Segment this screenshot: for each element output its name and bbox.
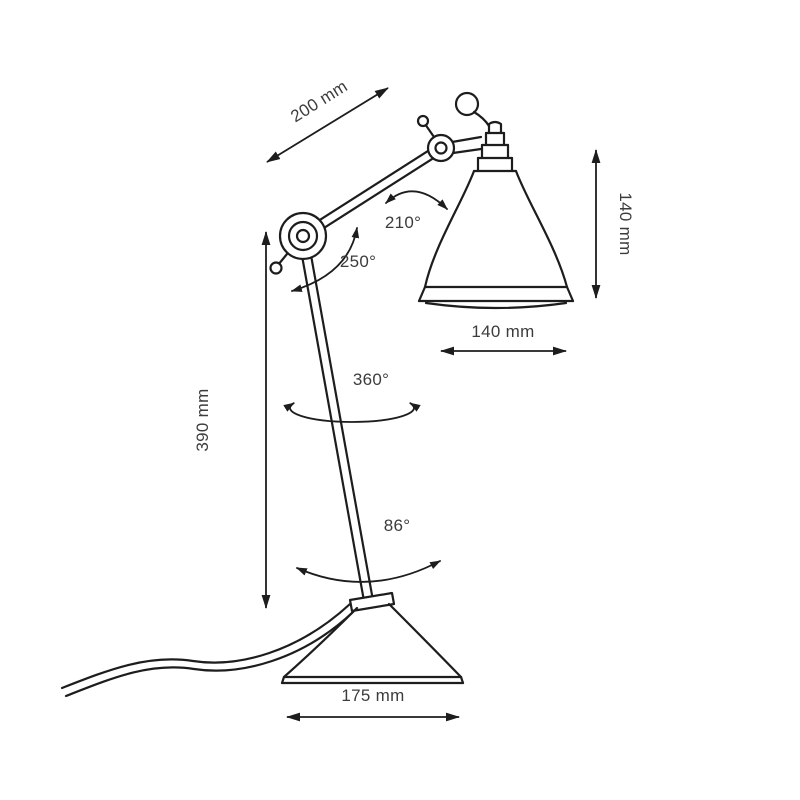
lamp-drawing — [60, 91, 575, 698]
lamp-base — [280, 602, 465, 685]
angle-base-pivot-arc — [295, 560, 441, 583]
label-base-width: 175 mm — [341, 686, 404, 705]
top-thumb-screw — [416, 114, 430, 128]
label-shade-tilt-angle: 210° — [385, 213, 421, 232]
angle-elbow-arc — [290, 226, 360, 292]
lamp-elbow-joint — [269, 211, 328, 275]
lamp-lower-arm — [297, 234, 374, 600]
dimension-lines — [261, 87, 601, 722]
lamp-base-hinge — [348, 591, 396, 613]
label-upper-arm-length: 200 mm — [287, 77, 351, 127]
angle-shade-tilt-arc — [385, 190, 448, 210]
lamp-upper-arm — [299, 143, 445, 241]
label-shade-height: 140 mm — [616, 192, 635, 255]
elbow-thumb-screw — [269, 261, 283, 275]
label-lower-arm-length: 390 mm — [193, 388, 212, 451]
lamp-cable — [60, 602, 355, 698]
label-shade-width: 140 mm — [471, 322, 534, 341]
label-elbow-angle: 250° — [340, 252, 376, 271]
lamp-socket — [476, 120, 514, 173]
lamp-hook-loop — [454, 91, 491, 128]
dim-upper-arm-arrow — [266, 87, 389, 163]
lamp-top-joint — [416, 114, 483, 163]
label-base-pivot-angle: 86° — [384, 516, 411, 535]
angle-arrows — [283, 190, 448, 583]
shade-inner-rim — [424, 301, 568, 310]
angle-rotation-ellipse — [283, 402, 421, 423]
label-rotation-angle: 360° — [353, 370, 389, 389]
lamp-shade — [417, 169, 575, 310]
